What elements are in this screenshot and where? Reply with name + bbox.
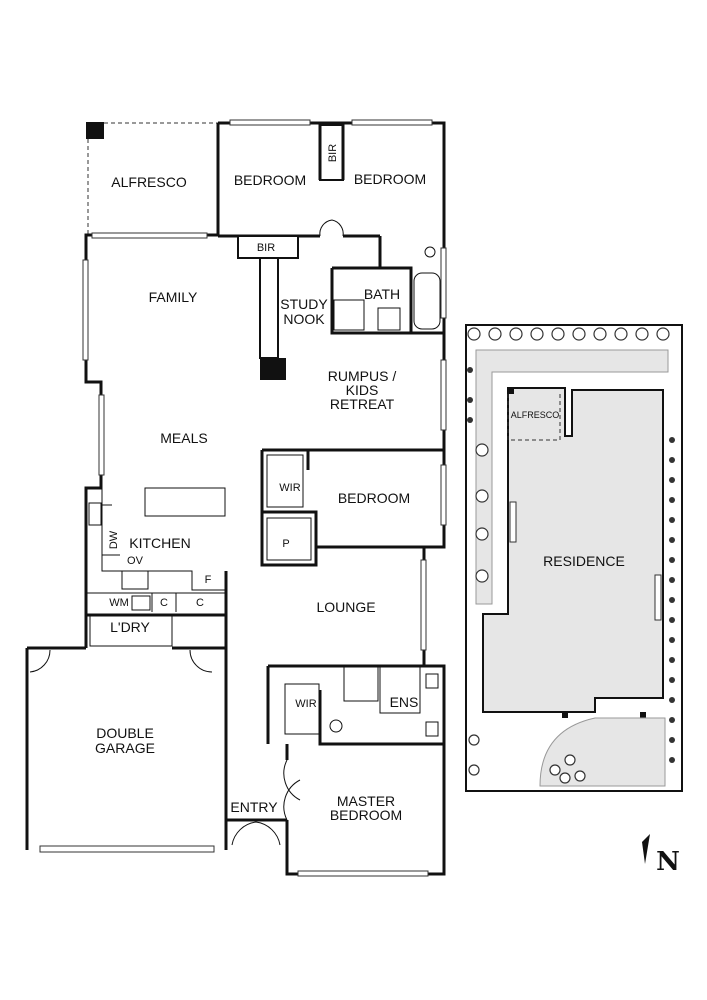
label-bir-hall: BIR <box>257 242 275 254</box>
ens-shower <box>343 666 379 702</box>
site-post-1 <box>508 388 514 394</box>
label-study: STUDY <box>280 296 328 312</box>
bir-top-box <box>319 124 344 181</box>
window-meals <box>98 394 105 476</box>
label-kitchen: KITCHEN <box>129 535 190 551</box>
window-top-right <box>351 119 433 126</box>
ens-vanity-2 <box>425 721 439 737</box>
bedroom-mid-wall <box>306 448 444 549</box>
label-bedroom-mid: BEDROOM <box>338 490 410 506</box>
kitchen-sink <box>88 502 102 526</box>
compass: N <box>642 834 680 877</box>
site-alfresco-outline <box>507 394 561 441</box>
front-lawn <box>539 717 666 787</box>
site-post-3 <box>640 712 646 718</box>
north-arrow-icon <box>642 834 650 864</box>
label-bedroom-right: BEDROOM <box>354 171 426 187</box>
window-lounge <box>420 559 427 651</box>
garage-wall <box>25 646 228 850</box>
label-kids: KIDS <box>346 382 379 398</box>
ens-grid <box>379 666 421 714</box>
cooktop <box>121 570 149 590</box>
room-labels: ALFRESCO BEDROOM BEDROOM BIR BIR FAMILY … <box>95 144 426 823</box>
wir-mid-shelf <box>266 454 304 508</box>
site-label-residence: RESIDENCE <box>543 553 625 569</box>
label-pantry: P <box>282 538 289 550</box>
label-entry: ENTRY <box>230 799 278 815</box>
alfresco-post <box>86 122 104 139</box>
label-retreat: RETREAT <box>330 396 395 412</box>
residence-window-2 <box>654 574 662 621</box>
site-path <box>475 349 669 605</box>
bath-wall <box>330 236 444 335</box>
label-bath: BATH <box>364 286 400 302</box>
label-fridge: F <box>205 574 212 586</box>
label-lounge: LOUNGE <box>316 599 375 615</box>
window-family <box>91 232 208 239</box>
bath-tub <box>413 272 441 330</box>
label-wir-master: WIR <box>295 698 316 710</box>
label-nook: NOOK <box>283 311 325 327</box>
label-alfresco: ALFRESCO <box>111 174 187 190</box>
laundry-wall <box>84 615 228 648</box>
label-garage: GARAGE <box>95 740 155 756</box>
alfresco-outline <box>87 122 218 235</box>
ens-toilet <box>329 719 343 733</box>
site-trees <box>467 327 670 784</box>
garage-door <box>39 845 215 853</box>
label-ov: OV <box>127 555 144 567</box>
wir-mid-wall <box>260 448 318 567</box>
site-plan: ALFRESCO RESIDENCE <box>465 324 683 792</box>
door-master <box>283 759 301 821</box>
site-label-alfresco: ALFRESCO <box>511 410 560 420</box>
ens-vanity-1 <box>425 673 439 689</box>
bath-shower <box>333 299 365 331</box>
kitchen-island <box>144 487 226 517</box>
window-top-left <box>229 119 311 126</box>
label-family: FAMILY <box>149 289 198 305</box>
label-bedroom-left: BEDROOM <box>234 172 306 188</box>
site-hedge <box>467 367 675 763</box>
north-label: N <box>656 847 680 877</box>
hall-column <box>259 257 279 359</box>
label-double: DOUBLE <box>96 725 154 741</box>
window-right-2 <box>440 359 447 431</box>
kitchen-bench <box>101 488 227 591</box>
window-right-1 <box>440 247 447 319</box>
label-meals: MEALS <box>160 430 207 446</box>
laundry-floor <box>89 615 173 647</box>
entry-wall <box>224 818 287 850</box>
label-rumpus: RUMPUS / <box>328 368 397 384</box>
label-cupboard-1: C <box>160 597 168 609</box>
window-left <box>82 259 89 361</box>
label-wir-mid: WIR <box>279 482 300 494</box>
label-cupboard-2: C <box>196 597 204 609</box>
entry-door <box>231 821 281 846</box>
label-laundry: L'DRY <box>110 619 150 635</box>
door-bedroom-top <box>319 219 344 237</box>
wir-master-shelf <box>284 683 320 735</box>
house-walls <box>25 119 447 877</box>
wm-box <box>131 595 151 611</box>
pantry-shelf <box>266 517 312 561</box>
label-master: MASTER <box>337 793 395 809</box>
site-post-2 <box>562 712 568 718</box>
toilet <box>424 246 436 258</box>
residence-window-1 <box>509 501 517 543</box>
label-dw: DW <box>108 530 120 549</box>
label-wm: WM <box>109 597 129 609</box>
window-right-3 <box>440 464 447 526</box>
residence-outline <box>482 387 664 713</box>
label-master-bedroom: BEDROOM <box>330 807 402 823</box>
bath-vanity <box>377 307 401 331</box>
label-ens: ENS <box>390 694 419 710</box>
door-garage <box>29 649 213 673</box>
hall-post <box>260 358 286 380</box>
window-master <box>297 870 429 877</box>
label-bir-top: BIR <box>327 144 339 162</box>
laundry-bench <box>86 592 226 612</box>
ensuite-wall <box>266 664 444 760</box>
